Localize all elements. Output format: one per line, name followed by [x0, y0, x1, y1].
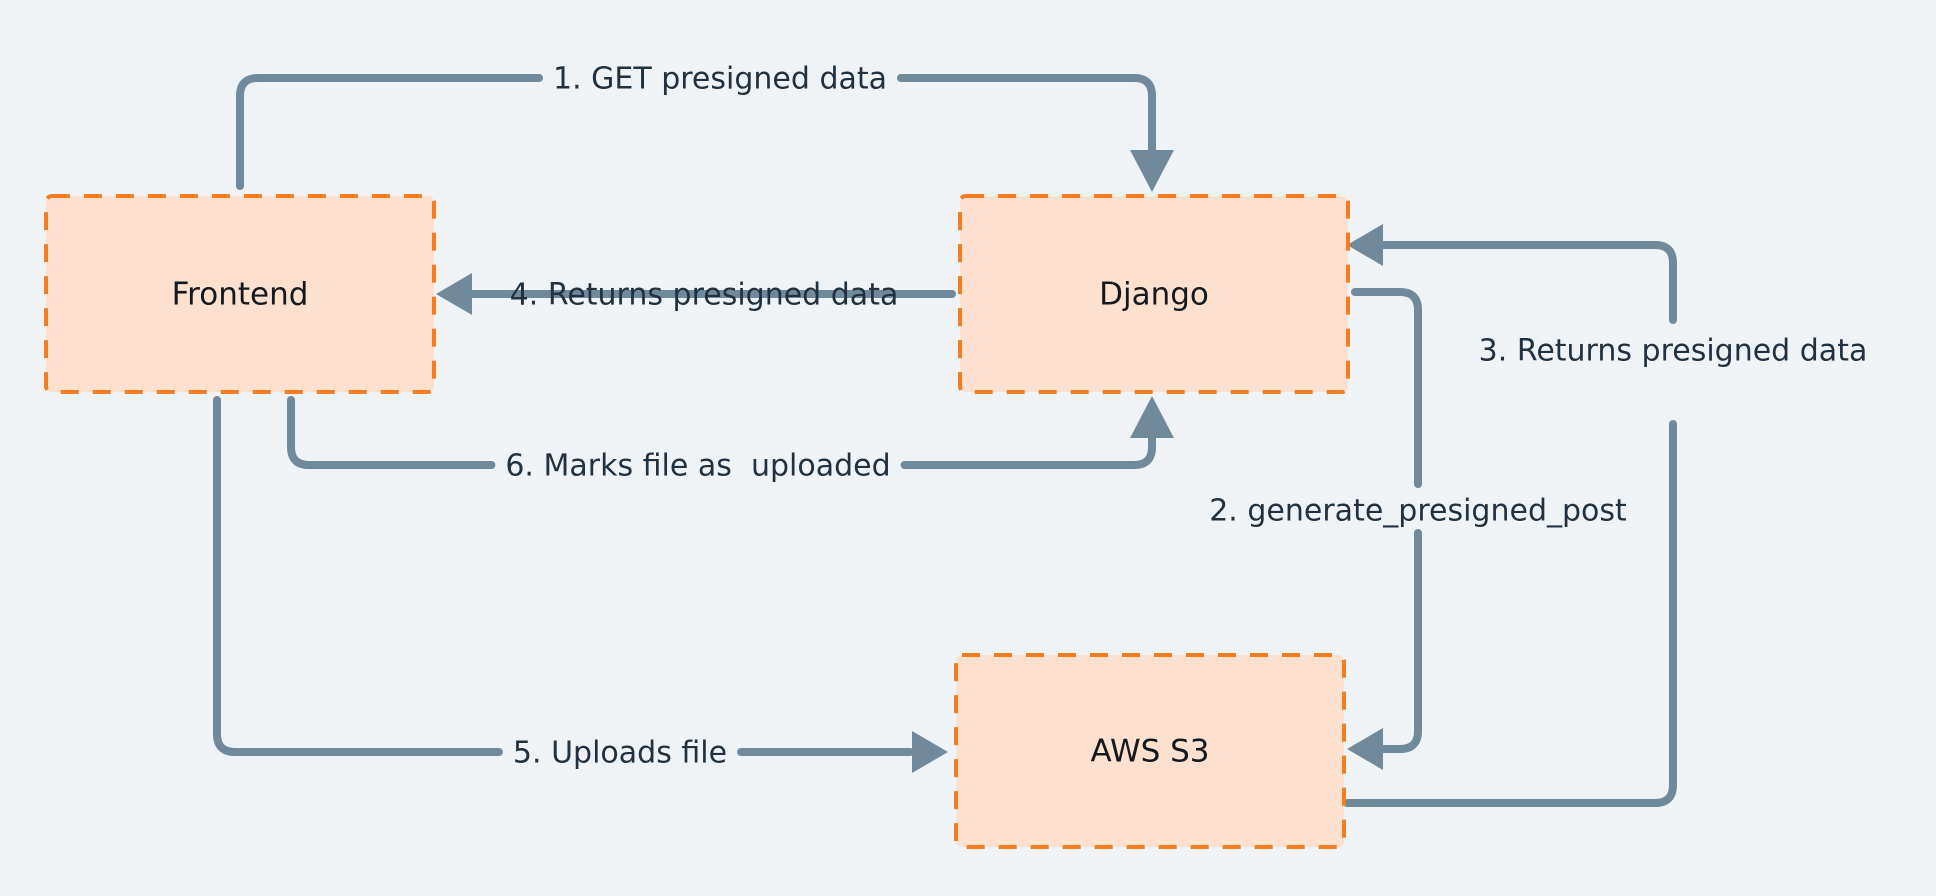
edge-6-path-right	[900, 430, 1156, 469]
edge-4-returns-presigned-data: 4. Returns presigned data	[436, 273, 956, 315]
node-aws-s3-label: AWS S3	[1090, 734, 1209, 770]
edge-2-label: 2. generate_presigned_post	[1209, 494, 1627, 529]
edge-2-path-bottom	[1373, 529, 1422, 753]
edge-3-path-top	[1373, 241, 1677, 324]
node-aws-s3-box[interactable]	[954, 653, 1346, 849]
edge-1-path-right	[897, 74, 1156, 156]
node-django-box[interactable]	[958, 194, 1350, 394]
edge-3-path-bottom	[1343, 420, 1677, 807]
edge-5-arrowhead-icon	[912, 731, 948, 773]
edge-6-path-left	[287, 396, 496, 469]
edge-6-marks-file-as-uploaded: 6. Marks file as uploaded	[287, 396, 1174, 484]
edge-2-generate-presigned-post: 2. generate_presigned_post	[1209, 288, 1627, 770]
edge-3-arrowhead-icon	[1347, 224, 1383, 266]
edge-1-label: 1. GET presigned data	[553, 62, 887, 97]
edge-1-get-presigned-data: 1. GET presigned data	[236, 62, 1174, 192]
node-frontend[interactable]: Frontend	[44, 194, 436, 394]
node-aws-s3[interactable]: AWS S3	[954, 653, 1346, 849]
edge-2-path-top	[1351, 288, 1422, 488]
node-django-label: Django	[1099, 277, 1209, 313]
node-frontend-label: Frontend	[172, 277, 309, 313]
edge-4-arrowhead-icon	[436, 273, 472, 315]
edge-1-arrowhead-icon	[1130, 150, 1174, 192]
edge-5-label: 5. Uploads file	[513, 736, 727, 771]
edge-5-path-left	[213, 396, 503, 756]
node-frontend-box[interactable]	[44, 194, 436, 394]
edge-6-arrowhead-icon	[1130, 396, 1174, 438]
edge-1-path-left	[236, 74, 543, 190]
edge-3-label: 3. Returns presigned data	[1479, 334, 1868, 369]
edge-2-arrowhead-icon	[1347, 728, 1383, 770]
edge-4-label: 4. Returns presigned data	[510, 278, 899, 313]
edge-6-label: 6. Marks file as uploaded	[505, 449, 890, 484]
edge-5-uploads-file: 5. Uploads file	[213, 396, 948, 773]
edge-3-returns-presigned-data: 3. Returns presigned data	[1343, 224, 1868, 807]
node-django[interactable]: Django	[958, 194, 1350, 394]
